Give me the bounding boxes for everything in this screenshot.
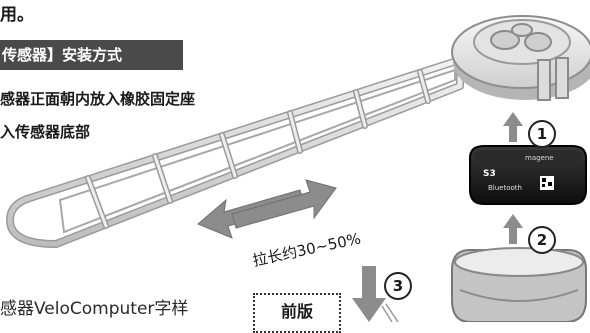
rubber-strap [6,56,464,248]
sensor-bluetooth-text: Bluetooth [488,184,522,192]
down-arrow-icon [352,266,399,322]
section-banner: 传感器】安装方式 [0,40,183,70]
sensor-brand-text: magene [525,154,554,162]
strap-mount-pod [451,15,590,101]
step-number-badge: 2 [528,226,556,254]
up-arrow-icon [503,214,523,244]
up-arrow-icon [503,112,523,142]
stretch-label: 拉长约30~50% [251,229,362,269]
instruction-step-2: 入传感器底部 [0,123,91,141]
instruction-step-1: 感器正面朝内放入橡胶固定座 [0,90,196,108]
sensor-qr-icon [540,176,554,190]
top-text-fragment: 用。 [0,5,34,25]
bottom-instruction: 感器VeloComputer字样 [0,299,189,319]
step-number-badge: 1 [528,120,556,148]
front-label-box: 前版 [253,293,341,333]
sensor-model-text: S3 [483,169,496,179]
instruction-figure: S3 magene Bluetooth 拉长约30~50% 用。 传感器】安装方… [0,5,590,333]
sensor-device: S3 magene Bluetooth [469,145,587,205]
step-number-badge: 3 [384,272,412,300]
stretch-double-arrow-icon [197,179,337,239]
rubber-seat [451,247,587,322]
illustration-canvas: S3 magene Bluetooth 拉长约30~50% [6,15,590,322]
